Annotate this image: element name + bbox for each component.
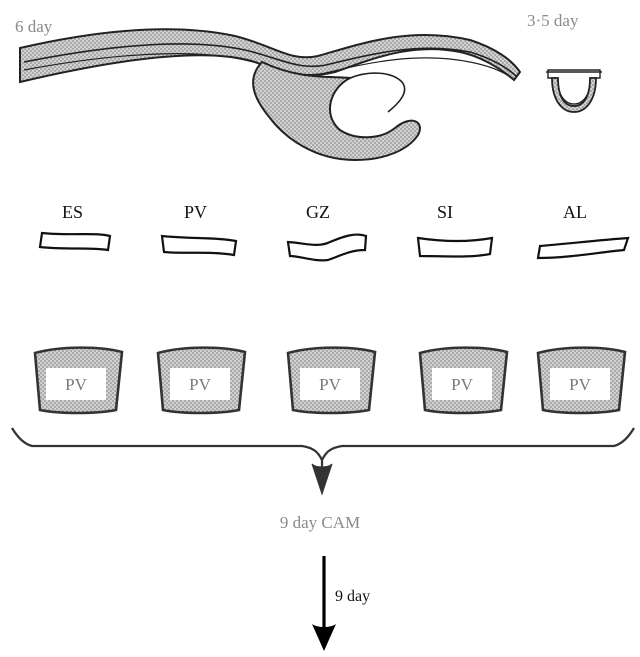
- region-label-pv: PV: [184, 202, 207, 222]
- fragment-al: [538, 238, 628, 258]
- region-label-gz: GZ: [306, 202, 330, 222]
- region-label-al: AL: [563, 202, 587, 222]
- fragment-es: [40, 233, 110, 250]
- explant-4-label: PV: [451, 375, 473, 394]
- embryo-6-day-label: 6 day: [15, 17, 53, 36]
- cam-graft-label: 9 day CAM: [280, 513, 360, 532]
- explant-1-label: PV: [65, 375, 87, 394]
- explant-3-label: PV: [319, 375, 341, 394]
- incubation-label: 9 day: [335, 588, 370, 605]
- explant-4: PV: [420, 348, 507, 413]
- explant-3: PV: [288, 348, 375, 413]
- explant-2-label: PV: [189, 375, 211, 394]
- embryo-3-5-day-section: [546, 70, 602, 112]
- fragment-gz: [288, 235, 366, 261]
- explant-5: PV: [538, 348, 625, 413]
- explant-2: PV: [158, 348, 245, 413]
- explant-1: PV: [35, 348, 122, 413]
- region-label-es: ES: [62, 202, 83, 222]
- embryo-3-5-day-label: 3·5 day: [527, 11, 579, 30]
- incubation-arrow: [312, 556, 336, 651]
- region-label-si: SI: [437, 202, 453, 222]
- explant-5-label: PV: [569, 375, 591, 394]
- embryo-6-day-gut: [20, 29, 520, 160]
- fragment-pv: [162, 236, 236, 255]
- fragment-si: [418, 238, 492, 257]
- converging-brace: [12, 428, 634, 494]
